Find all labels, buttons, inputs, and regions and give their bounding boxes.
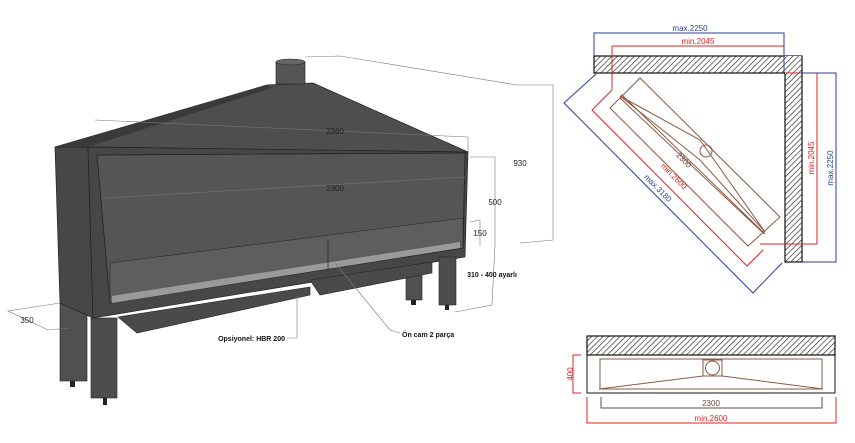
hood xyxy=(54,82,469,153)
corner-plan-view: 2300 min.2600 max.3180 max.2250 min.2045… xyxy=(563,24,837,294)
dim-glass-width: 2300 xyxy=(326,184,344,193)
callout-optional-burner: Opsiyonel: HBR 200 xyxy=(218,336,285,343)
dim-leg-height: 310 - 400 ayarlı xyxy=(467,272,517,279)
front-plan-view: 400 2300 min.2600 xyxy=(566,335,837,424)
dim-overall-width: 2360 xyxy=(326,127,344,136)
front-depth: 400 xyxy=(566,367,575,381)
wall-top xyxy=(593,55,803,74)
corner-max-top: max.2250 xyxy=(672,24,708,33)
front-min-wall: min.2600 xyxy=(695,414,728,423)
dim-glass-height: 500 xyxy=(488,198,502,207)
corner-unit-width: 2300 xyxy=(674,151,693,170)
dim-total-height: 930 xyxy=(513,159,527,168)
corner-min-top: min.2045 xyxy=(682,37,715,46)
wall-right xyxy=(784,72,803,263)
leg-front-right xyxy=(438,256,457,306)
dim-depth: 350 xyxy=(20,316,34,325)
leg-front-left xyxy=(90,317,118,399)
front-unit-width: 2300 xyxy=(702,399,720,408)
hbr-box xyxy=(117,286,311,334)
burner-tray xyxy=(112,242,460,303)
callout-front-glass: Ön cam 2 parça xyxy=(402,330,454,339)
dim-lower-panel: 150 xyxy=(473,229,487,238)
corner-min-right: min.2045 xyxy=(807,141,816,174)
leg-back-left xyxy=(59,302,88,382)
corner-max-right: max.2250 xyxy=(826,150,835,186)
perspective-view: 2360 2300 930 500 150 310 - 400 ayarlı 3… xyxy=(6,55,554,405)
side-panel xyxy=(54,146,94,319)
wall-back xyxy=(586,335,836,356)
